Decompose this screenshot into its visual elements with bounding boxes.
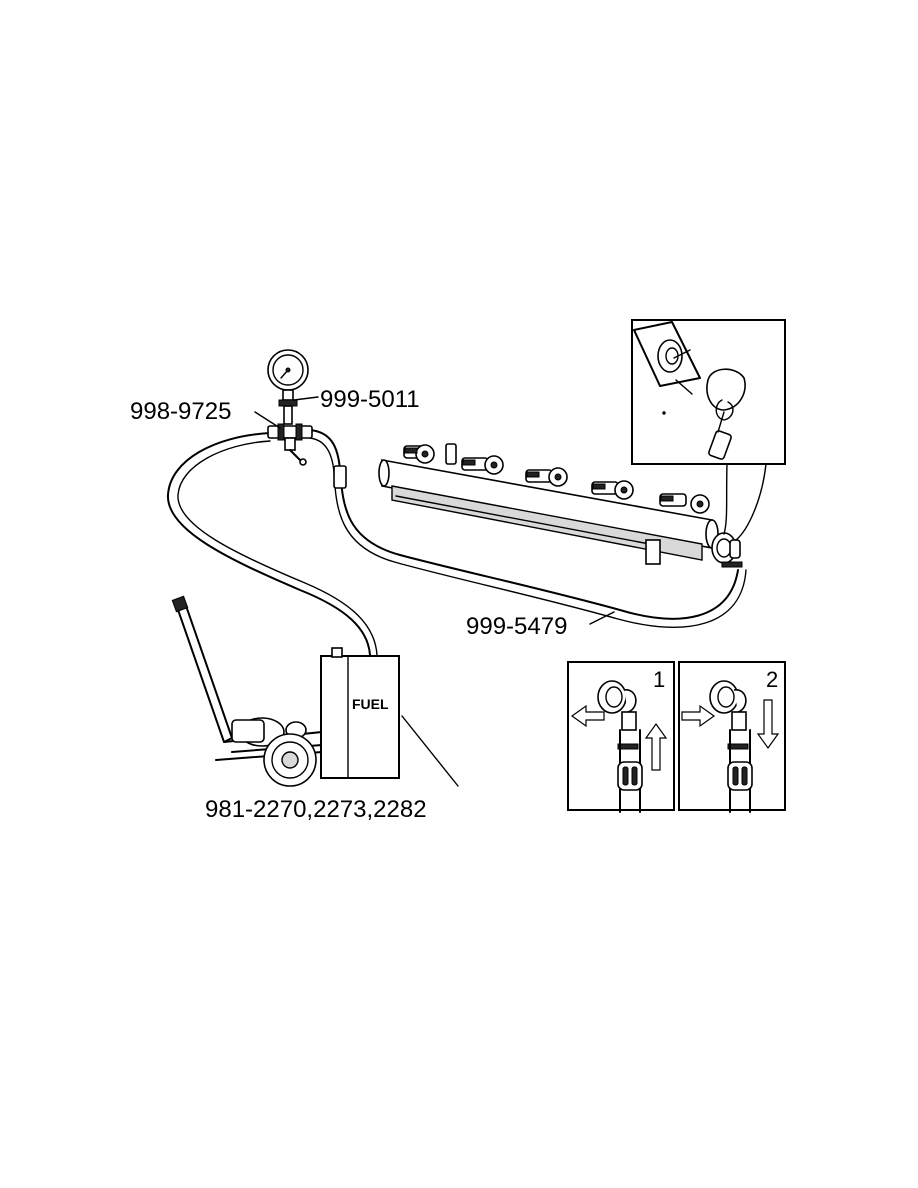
step-number-2: 2 [766, 667, 778, 692]
hose-to-fuel-cart-inner [177, 440, 378, 656]
step-number-1: 1 [653, 667, 665, 692]
step-panel-1: 1 [567, 661, 675, 813]
injector-1 [403, 444, 435, 464]
arrow-up-icon [644, 722, 668, 771]
leader-999-5011 [293, 396, 319, 401]
hose-to-fuel-cart [166, 432, 371, 656]
arrow-right-icon [681, 704, 716, 728]
fuel-tank-label: FUEL [352, 696, 389, 712]
injector-4 [591, 480, 634, 500]
leader-998-9725 [254, 411, 281, 429]
arrow-down-icon [756, 699, 780, 750]
step-panel-2: 2 [678, 661, 786, 813]
injector-5 [659, 493, 710, 514]
label-981-2270: 981-2270,2273,2282 [205, 796, 427, 823]
pressure-gauge [267, 349, 309, 425]
fuel-rail [378, 443, 743, 568]
leader-981-2270 [401, 715, 459, 787]
detail-inset [631, 319, 786, 541]
injector-3 [525, 467, 568, 487]
fuel-cart: FUEL [171, 595, 400, 787]
rail-quick-connector [711, 532, 743, 568]
gauge-adapter [267, 423, 313, 466]
leader-999-5479 [589, 611, 615, 625]
arrow-left-icon [570, 704, 605, 728]
label-999-5011: 999-5011 [320, 386, 420, 413]
hose-connector [333, 465, 347, 489]
label-998-9725: 998-9725 [130, 398, 231, 425]
injector-2 [461, 455, 504, 475]
label-999-5479: 999-5479 [466, 613, 567, 640]
